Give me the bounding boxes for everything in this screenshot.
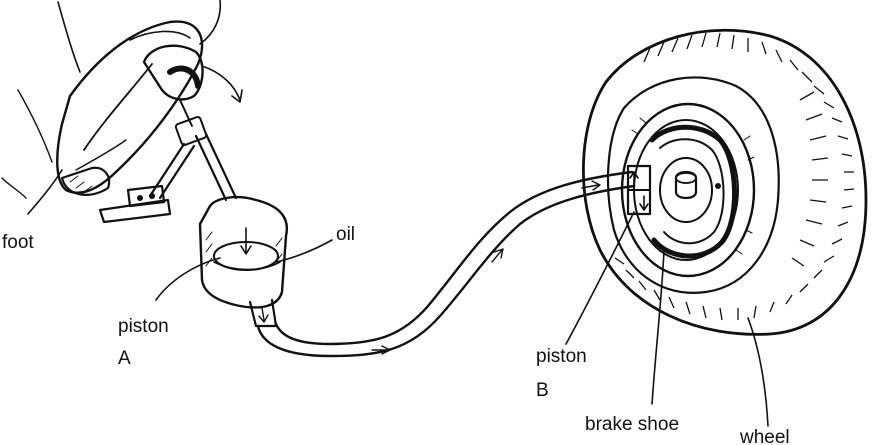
label-piston-b: piston xyxy=(536,346,587,367)
pedal-lever xyxy=(98,116,238,224)
label-brake-shoe: brake shoe xyxy=(585,414,679,435)
foot-drawing xyxy=(1,0,243,199)
label-foot: foot xyxy=(2,232,34,253)
leader-lines xyxy=(27,169,769,427)
label-oil: oil xyxy=(336,224,355,245)
wheel-drawing xyxy=(582,28,868,336)
master-cylinder xyxy=(198,195,289,328)
label-piston-a: piston xyxy=(118,316,169,337)
label-wheel: wheel xyxy=(739,427,790,445)
label-piston-a-letter: A xyxy=(118,348,131,369)
brake-pipe xyxy=(256,170,636,358)
label-piston-b-letter: B xyxy=(536,380,549,401)
